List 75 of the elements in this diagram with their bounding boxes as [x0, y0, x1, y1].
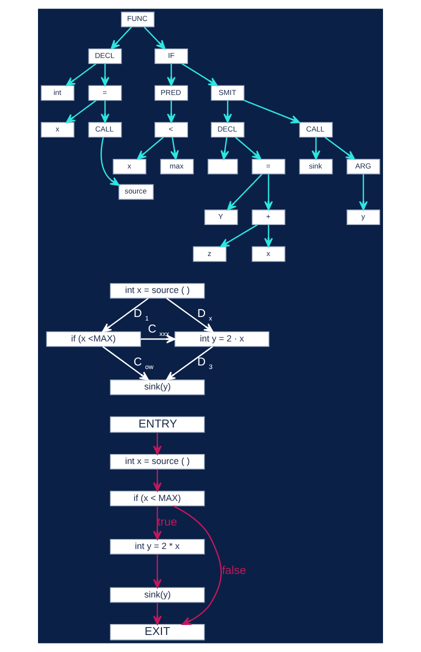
arrow — [170, 137, 179, 160]
arrow — [153, 469, 162, 492]
arrow — [264, 174, 273, 210]
node-box: Y — [204, 210, 238, 226]
edge-label: D$_{3}$ — [197, 356, 213, 371]
node-box: sink(y) — [110, 587, 205, 603]
arrow — [166, 298, 214, 332]
arrow — [140, 334, 176, 344]
node-box: ARG — [346, 158, 380, 174]
arrow — [359, 174, 368, 210]
node-box: SMIT — [210, 85, 244, 101]
node-box — [208, 158, 238, 174]
node-box: EXIT — [110, 624, 205, 640]
arrow — [244, 100, 300, 124]
node-box: int — [40, 85, 74, 101]
edge-label: D$_{1}$ — [134, 308, 149, 323]
node-box: CALL — [299, 122, 333, 138]
node-box: ENTRY — [110, 416, 205, 433]
edge-label: C$_{xxx}$ — [148, 324, 170, 338]
arrow — [173, 505, 222, 625]
arrow — [100, 100, 110, 123]
arrow — [102, 346, 149, 380]
node-box: = — [88, 85, 122, 101]
node-box: sink(y) — [110, 380, 205, 396]
arrow — [223, 100, 232, 123]
arrow — [153, 432, 162, 455]
node-box: PRED — [154, 85, 188, 101]
arrow — [182, 63, 218, 86]
node-box: int x = source ( ) — [110, 283, 205, 299]
node-box: max — [160, 158, 194, 174]
node-box: < — [154, 122, 188, 138]
arrow — [102, 298, 149, 332]
node-box: sink — [299, 158, 333, 174]
arrow — [220, 137, 230, 160]
arrow — [66, 63, 96, 86]
node-box: int x = source ( ) — [110, 454, 205, 470]
arrow — [166, 100, 176, 123]
edge-label: false — [222, 564, 246, 577]
arrow — [153, 554, 162, 588]
arrow — [153, 602, 162, 625]
node-box: z — [192, 246, 226, 262]
edge-label: true — [157, 516, 178, 529]
node-box: FUNC — [120, 12, 154, 28]
arrow — [312, 137, 320, 160]
node-box: = — [252, 158, 286, 174]
arrow — [136, 136, 164, 160]
arrow — [153, 506, 162, 540]
arrow — [100, 137, 120, 186]
node-box: IF — [154, 48, 188, 64]
node-box: source — [118, 184, 154, 200]
node-box: if (x <MAX) — [46, 331, 141, 347]
arrow — [66, 100, 96, 124]
edge-label: C$_{ow}$ — [134, 356, 154, 371]
edge-label: D$_{x}$ — [197, 308, 212, 323]
node-box: y — [346, 210, 380, 226]
node-box: int y = 2 · x — [174, 331, 270, 347]
arrow — [264, 224, 273, 248]
arrow — [220, 224, 258, 248]
node-box: + — [252, 210, 286, 226]
arrow — [235, 136, 262, 160]
arrow — [166, 346, 214, 380]
node-box: x — [252, 246, 286, 262]
arrow — [100, 64, 110, 86]
arrow — [166, 64, 176, 86]
arrow — [227, 174, 262, 210]
arrow — [144, 26, 166, 50]
arrow — [324, 136, 356, 160]
node-box: DECL — [88, 48, 122, 64]
node-box: x — [40, 122, 74, 138]
node-box: CALL — [88, 122, 122, 138]
node-box: DECL — [210, 122, 244, 138]
node-box: if (x < MAX) — [110, 490, 205, 506]
node-box: int y = 2 * x — [110, 538, 205, 554]
arrow — [110, 26, 132, 50]
node-box: x — [112, 158, 146, 174]
